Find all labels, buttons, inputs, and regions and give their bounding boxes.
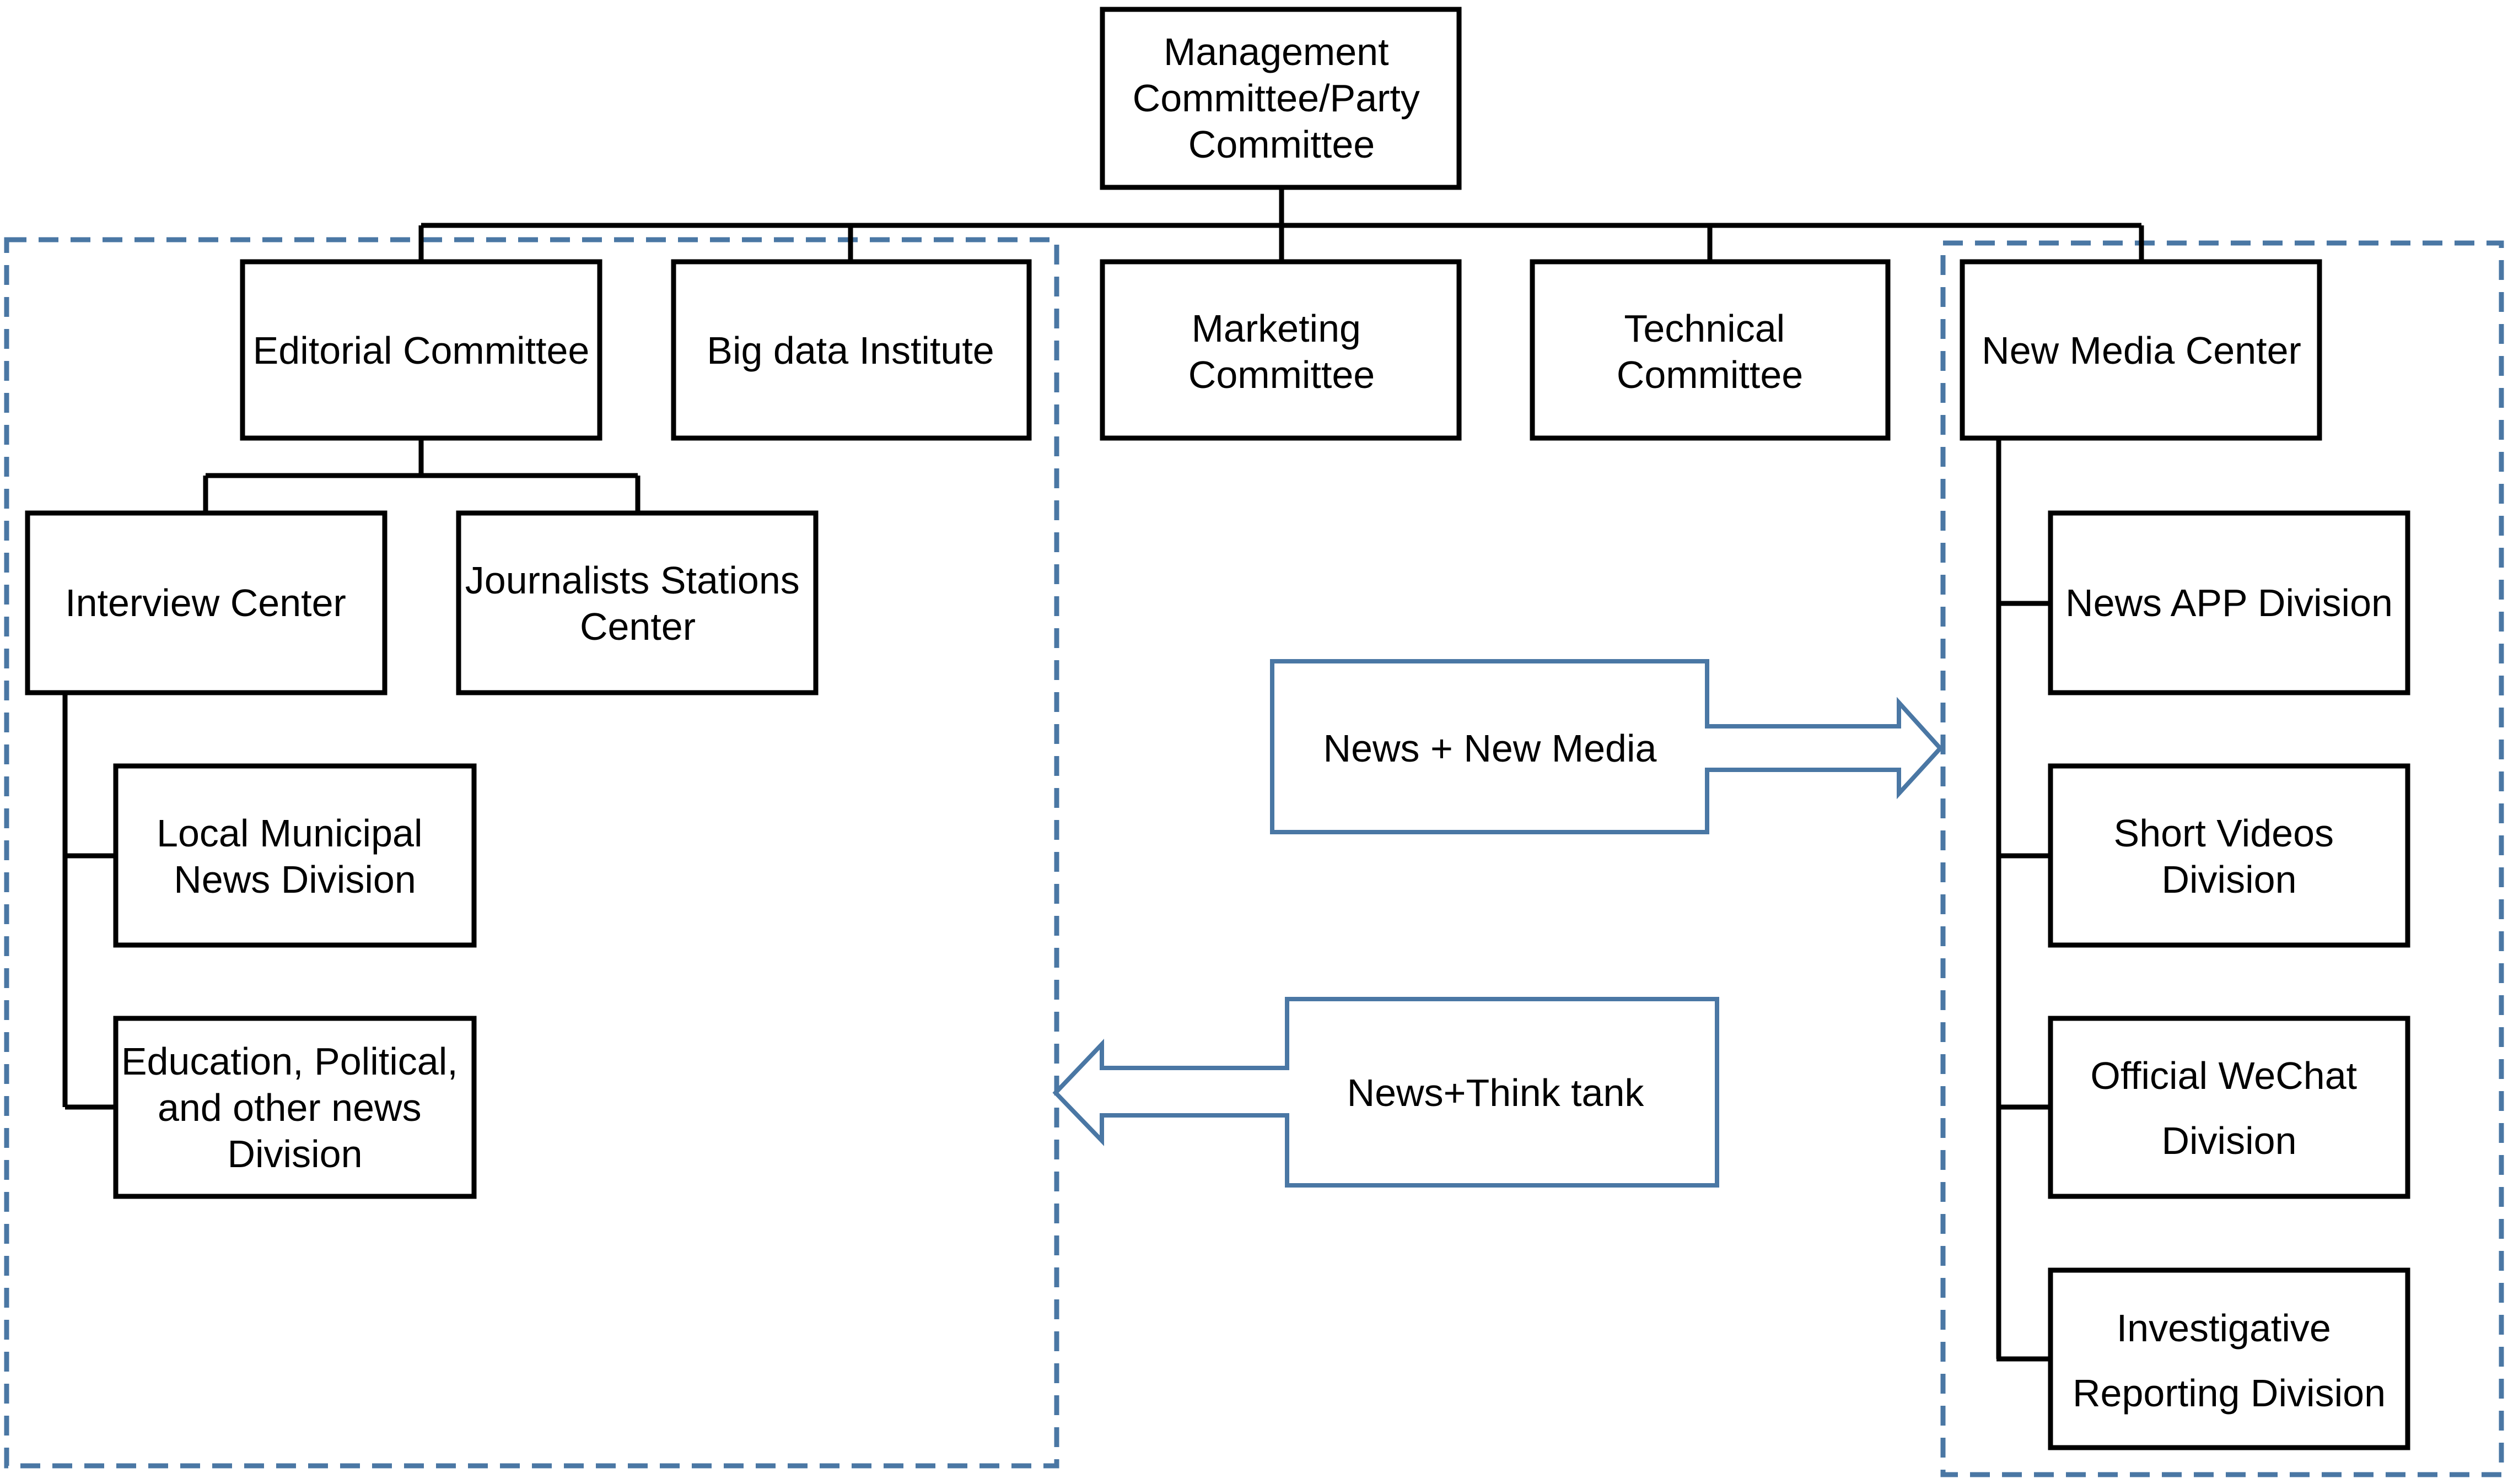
technical-committee-label: Technical Committee — [1617, 307, 1803, 396]
marketing-committee-box — [1100, 259, 1462, 441]
interview-connectors — [62, 693, 116, 1110]
new-media-connectors — [1996, 438, 2050, 1362]
official-wechat-division-label: Official WeChat Division — [2090, 1054, 2367, 1162]
education-political-label: Education, Political, and other news Div… — [121, 1040, 469, 1175]
short-videos-division-label: Short Videos Division — [2114, 812, 2345, 901]
news-app-division-label: News APP Division — [2065, 581, 2393, 624]
news-new-media-label: News + New Media — [1323, 727, 1657, 770]
journalists-stations-label: Journalists Stations Center — [465, 559, 810, 648]
news-think-tank-arrow — [1052, 997, 1719, 1188]
official-wechat-division-box — [2048, 1016, 2410, 1199]
investigative-reporting-label: Investigative Reporting Division — [2073, 1307, 2386, 1415]
new-media-center-label: New Media Center — [1982, 329, 2301, 372]
management-committee-box — [1100, 7, 1462, 190]
top-level-connectors — [418, 187, 2144, 262]
news-app-division-box — [2048, 510, 2410, 695]
interview-center-box — [25, 510, 387, 695]
new-media-center-box — [1960, 259, 2322, 441]
interview-center-label: Interview Center — [65, 581, 346, 624]
education-political-box — [113, 1016, 477, 1199]
editorial-committee-box — [240, 259, 602, 441]
local-municipal-label: Local Municipal News Division — [157, 812, 433, 901]
short-videos-division-box — [2048, 763, 2410, 948]
marketing-committee-label: Marketing Committee — [1188, 307, 1375, 396]
journalists-stations-box — [456, 510, 819, 695]
news-think-tank-label: News+Think tank — [1347, 1071, 1645, 1114]
editorial-connectors — [203, 438, 641, 513]
big-data-institute-box — [671, 259, 1032, 441]
management-committee-label: Management Committee/Party Committee — [1133, 30, 1431, 166]
investigative-reporting-box — [2048, 1267, 2410, 1450]
editorial-zone — [4, 237, 1059, 1469]
editorial-committee-label: Editorial Committee — [253, 329, 590, 372]
news-new-media-arrow — [1270, 659, 1944, 834]
local-municipal-box — [113, 763, 477, 948]
technical-committee-box — [1530, 259, 1891, 441]
big-data-institute-label: Big data Institute — [707, 329, 994, 372]
